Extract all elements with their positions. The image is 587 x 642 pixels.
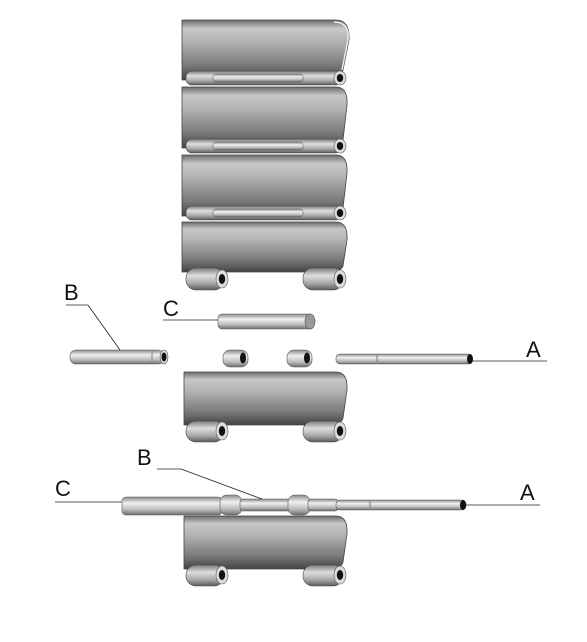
exploded-view: B C A <box>64 280 547 443</box>
pin-a <box>335 353 473 365</box>
label-c: C <box>163 296 179 321</box>
sleeve <box>286 349 313 368</box>
sleeve <box>222 349 249 368</box>
assembled-view: B C A <box>55 445 540 587</box>
assembled-pin <box>121 494 467 516</box>
assembled-band-stack <box>181 19 350 291</box>
pin-b <box>69 349 169 365</box>
link-knuckle <box>185 267 229 291</box>
label-a: A <box>520 480 535 505</box>
band-link <box>181 221 348 273</box>
label-b: B <box>64 280 79 305</box>
band-hinge <box>185 138 347 154</box>
band-hinge <box>185 70 347 86</box>
label-a: A <box>526 337 541 362</box>
tube-c <box>217 313 316 330</box>
label-b: B <box>137 445 152 470</box>
link-knuckle <box>302 267 347 291</box>
band-hinge <box>185 205 347 221</box>
single-link <box>183 371 348 443</box>
single-link <box>183 515 348 587</box>
label-c: C <box>55 476 71 501</box>
